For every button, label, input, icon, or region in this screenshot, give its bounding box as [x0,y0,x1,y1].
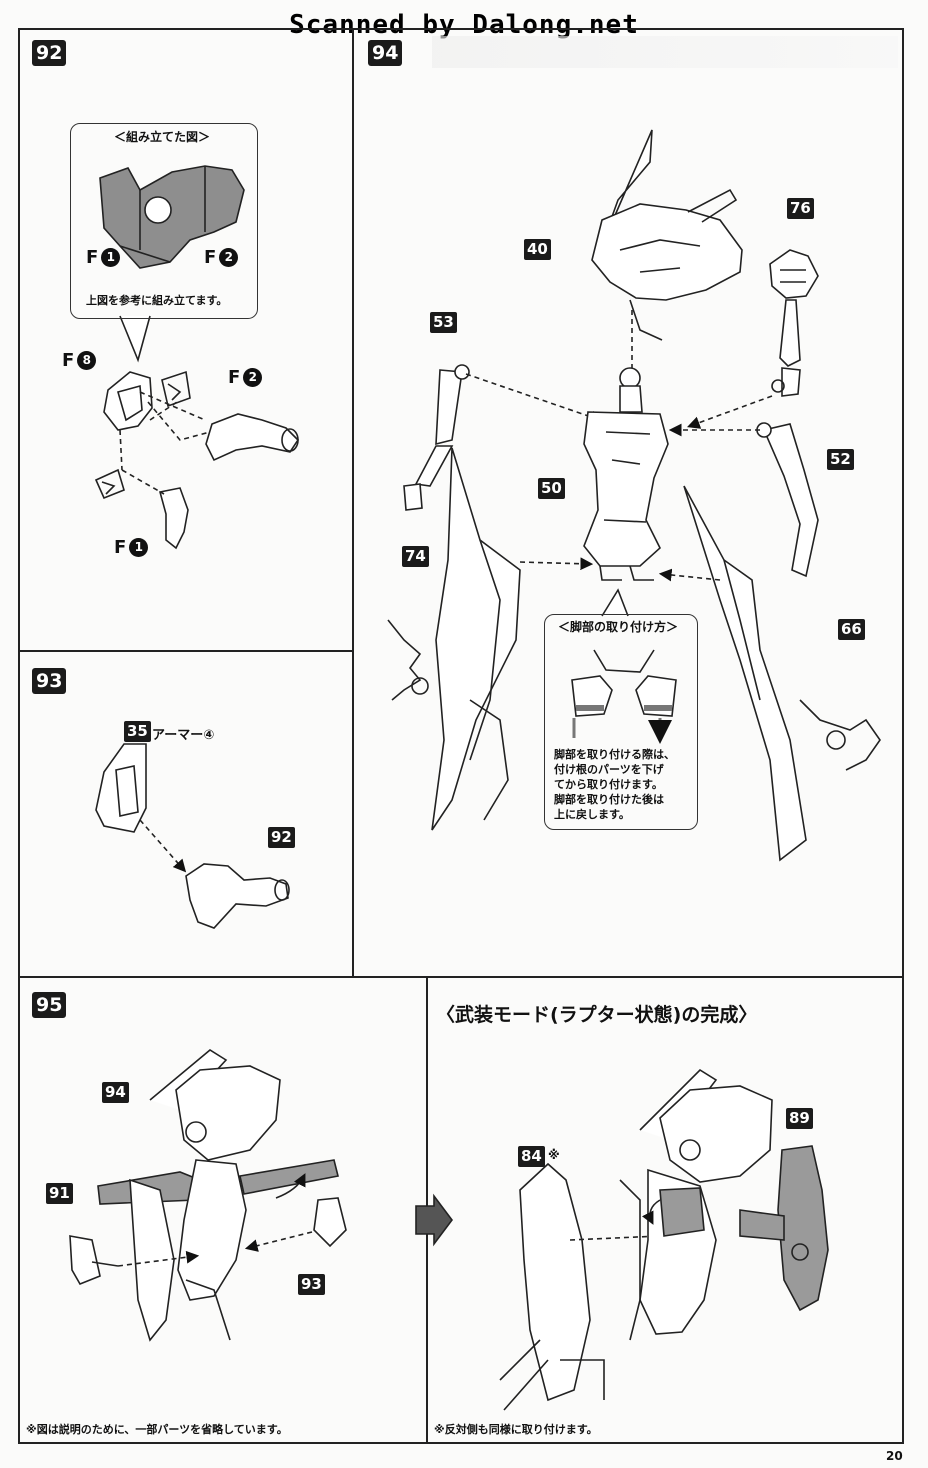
part-84: 84 [518,1146,545,1167]
step-92-callout [70,123,258,319]
part-92: 92 [268,827,295,848]
completion-title: 〈武装モード(ラプター状態)の完成〉 [436,1004,758,1026]
panel-step-94 [352,28,904,978]
step-92-callout-note: 上図を参考に組み立てます。 [86,294,228,307]
part-53: 53 [430,312,457,333]
panel-step-95 [18,976,428,1444]
step-93-badge: 93 [32,668,67,694]
part-93: 93 [298,1274,325,1295]
armor-4-label: アーマー④ [152,728,215,743]
part-91: 91 [46,1183,73,1204]
step-92-badge: 92 [32,40,67,66]
step-92-callout-title: ＜組み立てた図＞ [114,130,211,144]
part-89: 89 [786,1108,813,1129]
bleed-through-band [432,36,898,68]
step-94-leg-callout [544,614,698,830]
step-94-callout-note: 脚部を取り付ける際は、 付け根のパーツを下げ てから取り付けます。 脚部を取り付… [554,748,675,821]
part-52: 52 [827,449,854,470]
part-50: 50 [538,478,565,499]
part-94: 94 [102,1082,129,1103]
step-94-badge: 94 [368,40,403,66]
scan-watermark: Scanned by Dalong.net [289,10,639,40]
step-95-footnote: ※図は説明のために、一部パーツを省略しています。 [26,1423,288,1436]
part-74: 74 [402,546,429,567]
step-94-callout-title: ＜脚部の取り付け方＞ [558,620,679,634]
panel-complete [426,976,904,1444]
page-number: 20 [886,1449,903,1463]
part-66: 66 [838,619,865,640]
part-35: 35 [124,721,151,742]
part-76: 76 [787,198,814,219]
step-95-badge: 95 [32,992,67,1018]
part-84-note-mark: ※ [548,1148,560,1162]
panel-step-92 [18,28,354,652]
part-40: 40 [524,239,551,260]
completion-footnote: ※反対側も同様に取り付けます。 [434,1423,598,1436]
panel-step-93 [18,650,354,978]
